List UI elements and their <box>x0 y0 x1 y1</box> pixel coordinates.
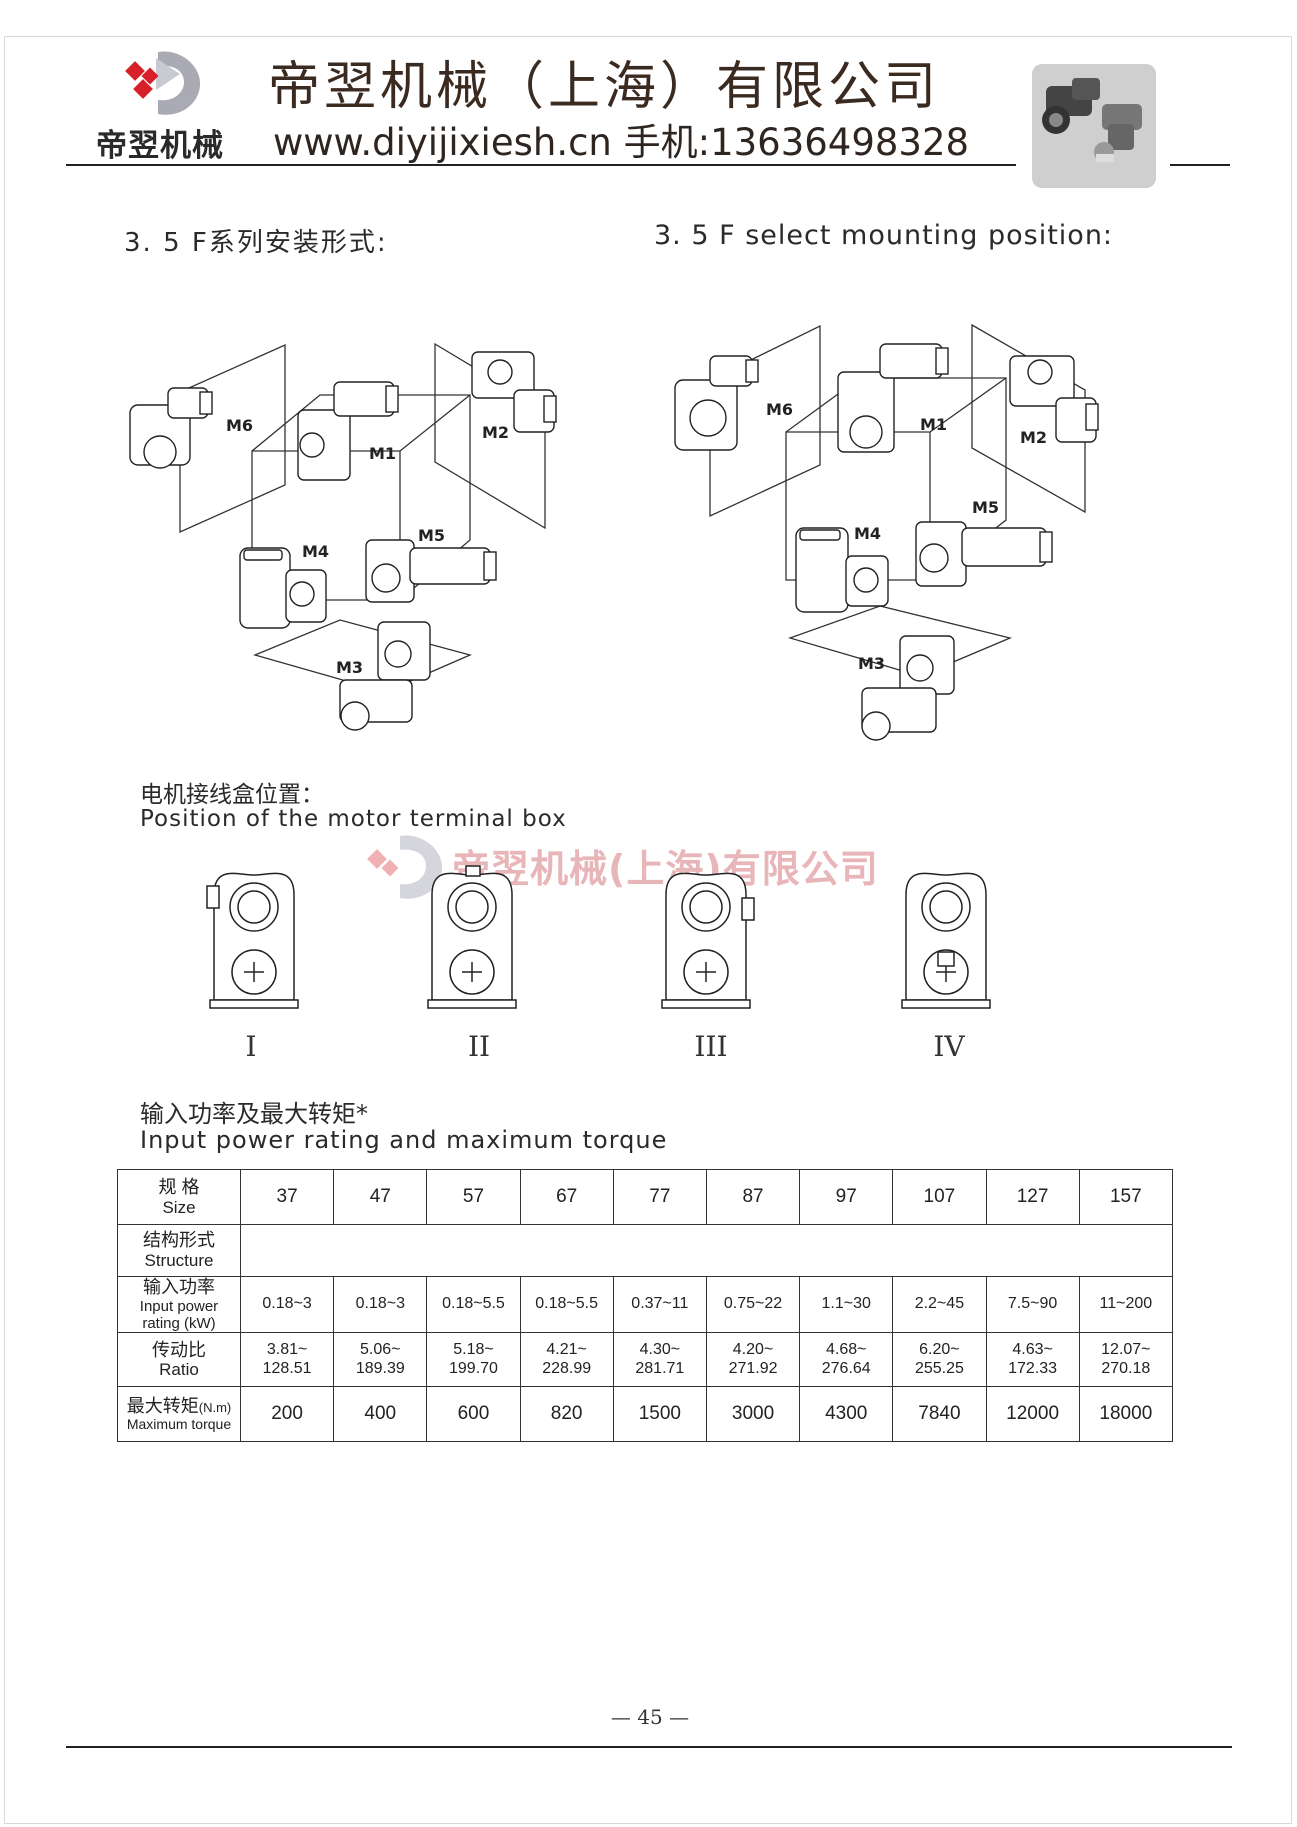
label-m1-right: M1 <box>920 415 948 434</box>
size-cell: 107 <box>892 1169 987 1225</box>
header-rule-left <box>66 164 1016 166</box>
label-m6-left: M6 <box>226 416 254 435</box>
table-row-size: 规 格 Size 37 47 57 67 77 87 97 107 127 15… <box>117 1169 1174 1225</box>
power-heading-zh: 输入功率及最大转矩* <box>140 1100 368 1128</box>
torque-cell: 18000 <box>1078 1386 1174 1443</box>
ratio-cell: 4.30~281.71 <box>612 1332 707 1388</box>
power-cell: 2.2~45 <box>892 1275 987 1334</box>
terminal-box-heading-zh: 电机接线盒位置： <box>140 782 324 808</box>
torque-cell: 200 <box>239 1386 335 1443</box>
structure-cell <box>240 1224 1173 1277</box>
watermark-text: 帝翌机械(上海)有限公司 <box>452 847 879 891</box>
ratio-cell: 4.20~271.92 <box>705 1332 801 1388</box>
power-cell: 0.18~3 <box>333 1275 428 1334</box>
torque-cell: 7840 <box>892 1386 987 1443</box>
torque-cell: 600 <box>426 1386 521 1443</box>
ratio-cell: 5.18~199.70 <box>426 1332 521 1388</box>
terminal-label-iv: IV <box>933 1030 965 1063</box>
website-phone: www.diyijixiesh.cn 手机:13636498328 <box>273 121 970 164</box>
torque-cell: 12000 <box>985 1386 1080 1443</box>
power-cell: 0.18~3 <box>239 1275 335 1334</box>
ratio-cell: 6.20~255.25 <box>892 1332 987 1388</box>
table-row-structure: 结构形式 Structure <box>117 1224 1173 1277</box>
watermark-logo <box>360 828 450 904</box>
torque-cell: 3000 <box>705 1386 801 1443</box>
torque-cell: 820 <box>519 1386 614 1443</box>
torque-cell: 400 <box>333 1386 428 1443</box>
row-header-torque: 最大转矩(N.m) Maximum torque <box>117 1386 241 1443</box>
power-heading-en: Input power rating and maximum torque <box>140 1126 668 1154</box>
size-cell: 87 <box>705 1169 801 1225</box>
label-m5-left: M5 <box>418 526 446 545</box>
power-cell: 0.18~5.5 <box>519 1275 614 1334</box>
power-cell: 11~200 <box>1078 1275 1174 1334</box>
label-m2-right: M2 <box>1020 428 1048 447</box>
brand-logo <box>118 44 208 120</box>
size-cell: 47 <box>333 1169 428 1225</box>
label-m6-right: M6 <box>766 400 794 419</box>
size-cell: 127 <box>985 1169 1080 1225</box>
ratio-cell: 4.63~172.33 <box>985 1332 1080 1388</box>
label-m3-right: M3 <box>858 654 886 673</box>
product-thumbnail <box>1032 64 1156 188</box>
company-name: 帝翌机械（上海）有限公司 <box>268 57 941 117</box>
footer-rule <box>66 1746 1232 1748</box>
row-header-ratio: 传动比 Ratio <box>117 1332 241 1388</box>
ratio-cell: 5.06~189.39 <box>333 1332 428 1388</box>
size-cell: 97 <box>799 1169 894 1225</box>
label-m4-right: M4 <box>854 524 882 543</box>
size-cell: 157 <box>1078 1169 1174 1225</box>
header-rule-right <box>1170 164 1230 166</box>
ratio-cell: 4.21~228.99 <box>519 1332 614 1388</box>
table-row-power: 输入功率 Input power rating (kW) 0.18~3 0.18… <box>117 1275 1174 1334</box>
ratio-cell: 3.81~128.51 <box>239 1332 335 1388</box>
power-cell: 0.37~11 <box>612 1275 707 1334</box>
ratio-cell: 12.07~270.18 <box>1078 1332 1174 1388</box>
terminal-label-iii: III <box>694 1030 728 1063</box>
page-number: — 45 — <box>610 1705 690 1729</box>
torque-cell: 1500 <box>612 1386 707 1443</box>
size-cell: 37 <box>239 1169 335 1225</box>
label-m5-right: M5 <box>972 498 1000 517</box>
terminal-box-heading-en: Position of the motor terminal box <box>140 806 567 832</box>
label-m4-left: M4 <box>302 542 330 561</box>
torque-cell: 4300 <box>799 1386 894 1443</box>
size-cell: 77 <box>612 1169 707 1225</box>
row-header-size: 规 格 Size <box>117 1169 241 1225</box>
size-cell: 67 <box>519 1169 614 1225</box>
ratio-cell: 4.68~276.64 <box>799 1332 894 1388</box>
power-cell: 7.5~90 <box>985 1275 1080 1334</box>
page-frame <box>4 36 1292 1824</box>
label-m1-left: M1 <box>369 444 397 463</box>
size-cell: 57 <box>426 1169 521 1225</box>
terminal-label-ii: II <box>467 1030 491 1063</box>
power-cell: 0.75~22 <box>705 1275 801 1334</box>
power-cell: 0.18~5.5 <box>426 1275 521 1334</box>
power-torque-table: 规 格 Size 37 47 57 67 77 87 97 107 127 15… <box>117 1169 1174 1443</box>
table-row-ratio: 传动比 Ratio 3.81~128.51 5.06~189.39 5.18~1… <box>117 1332 1174 1388</box>
row-header-structure: 结构形式 Structure <box>117 1224 241 1277</box>
row-header-power: 输入功率 Input power rating (kW) <box>117 1275 241 1334</box>
brand-name: 帝翌机械 <box>96 128 224 164</box>
table-row-torque: 最大转矩(N.m) Maximum torque 200 400 600 820… <box>117 1386 1174 1443</box>
mounting-heading-en: 3. 5 F select mounting position: <box>654 220 1114 251</box>
label-m2-left: M2 <box>482 423 510 442</box>
mounting-heading-zh: 3. 5 F系列安装形式: <box>124 228 388 258</box>
label-m3-left: M3 <box>336 658 364 677</box>
power-cell: 1.1~30 <box>799 1275 894 1334</box>
terminal-label-i: I <box>245 1030 257 1063</box>
